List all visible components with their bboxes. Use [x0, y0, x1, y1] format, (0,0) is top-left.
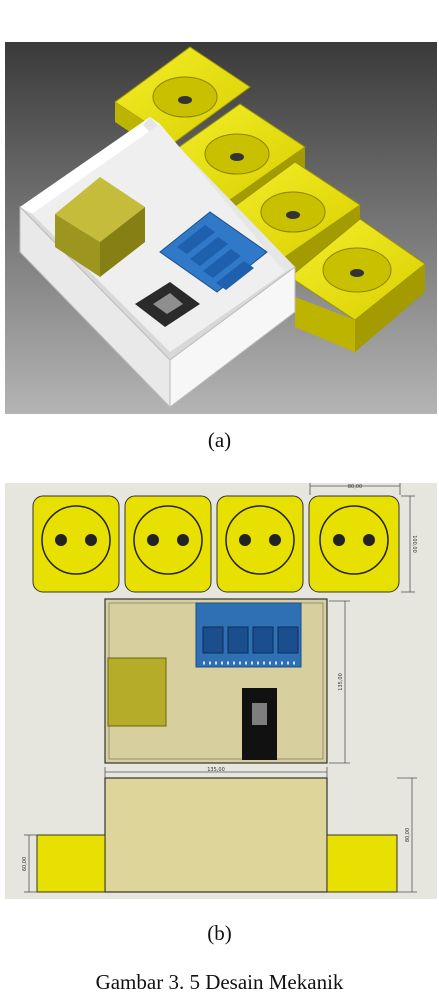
figure-3d-render: [5, 42, 437, 414]
dim-box-width-text: 135,00: [207, 767, 225, 773]
dim-box-height-text: 135,00: [338, 673, 344, 691]
dimension-box-height: [329, 600, 350, 764]
figure-a-label: (a): [207, 428, 232, 452]
socket-outlet-1: [32, 495, 120, 593]
dimension-socket-width: [309, 483, 401, 495]
sensor-module-top: [242, 688, 277, 760]
render-canvas: [5, 42, 437, 414]
socket-side-right: [326, 834, 398, 893]
dim-front-height-text: 80,00: [405, 828, 411, 842]
dim-socket-width-text: 80,00: [348, 484, 362, 490]
socket-outlet-2: [124, 495, 212, 593]
box-front-view: [104, 777, 328, 893]
dimension-box-width: [104, 767, 328, 778]
dimension-front-height: [397, 777, 417, 893]
figure-technical-drawing: 80,00 100,00: [5, 483, 437, 899]
dim-socket-height-text: 100,00: [411, 535, 417, 553]
relay-board-top: [195, 602, 302, 668]
figure-caption: Gambar 3. 5 Desain Mekanik: [95, 970, 344, 994]
socket-side-left: [36, 834, 106, 893]
power-module-top: [107, 657, 167, 727]
power-module: [55, 177, 145, 277]
dim-side-height-text: 60,00: [22, 857, 28, 871]
socket-outlet-4: [308, 495, 400, 593]
socket-outlet-3: [216, 495, 304, 593]
drawing-canvas: 80,00 100,00: [5, 483, 437, 899]
dimension-side-height: [24, 834, 37, 893]
figure-b-label: (b): [207, 921, 232, 945]
sensor-module: [135, 282, 200, 327]
socket-block-4: [289, 218, 426, 352]
relay-module: [159, 211, 268, 293]
dimension-socket-height: [401, 495, 415, 593]
